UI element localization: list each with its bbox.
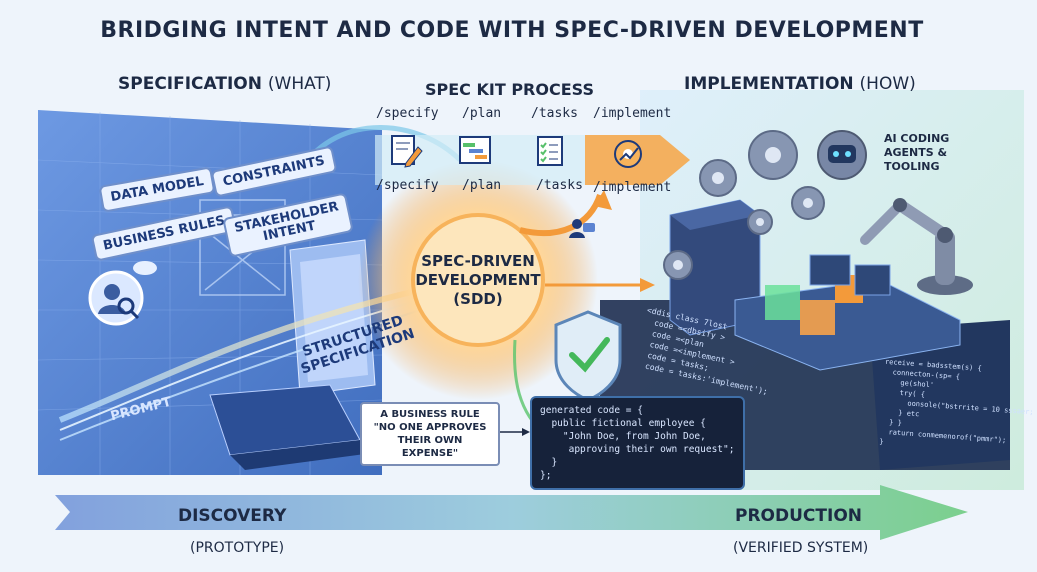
callout-line-2: "NO ONE APPROVES (373, 422, 487, 433)
specification-heading: SPECIFICATION (WHAT) (118, 74, 331, 94)
production-label: PRODUCTION (735, 506, 862, 526)
implement-step-icon (610, 136, 646, 172)
ai-agents-label: AI CODING AGENTS & TOOLING (884, 132, 949, 174)
verified-system-label: (VERIFIED SYSTEM) (733, 540, 869, 556)
sdd-line-1: SPEC-DRIVEN (421, 252, 535, 270)
plan-command-top: /plan (462, 106, 502, 121)
callout-line-1: A BUSINESS RULE (380, 409, 480, 420)
specify-command-bottom: /specify (376, 178, 439, 193)
prototype-label: (PROTOTYPE) (190, 540, 285, 556)
code-line: } (540, 457, 558, 468)
page-title: BRIDGING INTENT AND CODE WITH SPEC-DRIVE… (100, 18, 924, 43)
code-line: }; (540, 470, 552, 481)
implementation-heading-main: IMPLEMENTATION (684, 74, 854, 94)
plan-step-icon (457, 133, 493, 169)
ai-line-1: AI CODING (884, 132, 950, 145)
code-line: public fictional employee { (540, 418, 706, 429)
ai-line-2: AGENTS & (884, 146, 948, 159)
specify-command-top: /specify (376, 106, 439, 121)
code-line: "John Doe, from John Doe, (540, 431, 706, 442)
ai-line-3: TOOLING (884, 160, 940, 173)
plan-command-bottom: /plan (462, 178, 502, 193)
thought-cloud-icon (132, 258, 158, 276)
tasks-command-top: /tasks (531, 106, 578, 121)
implement-command-top: /implement (593, 106, 672, 121)
generated-code-box: generated code = { public fictional empl… (530, 396, 745, 490)
implementation-heading-sub: (HOW) (859, 74, 916, 94)
specification-heading-main: SPECIFICATION (118, 74, 262, 94)
specify-step-icon (388, 133, 424, 169)
callout-line-3: THEIR OWN EXPENSE" (397, 435, 463, 459)
implementation-heading: IMPLEMENTATION (HOW) (684, 74, 916, 94)
stakeholder-avatar-icon (88, 270, 144, 326)
specification-heading-sub: (WHAT) (267, 74, 332, 94)
sdd-line-2: DEVELOPMENT (415, 271, 541, 289)
process-heading: SPEC KIT PROCESS (425, 80, 594, 99)
sdd-center: SPEC-DRIVEN DEVELOPMENT (SDD) (408, 252, 548, 309)
users-icon (568, 217, 596, 239)
discovery-label: DISCOVERY (178, 506, 287, 526)
business-rule-callout: A BUSINESS RULE "NO ONE APPROVES THEIR O… (360, 402, 500, 466)
tasks-step-icon (532, 133, 568, 169)
sdd-line-3: (SDD) (453, 290, 503, 308)
implementation-code-panel: receive = badsstem(s) { connecton-(sp= {… (879, 357, 1037, 457)
code-line: approving their own request"; (540, 444, 735, 455)
code-line: generated code = { (540, 405, 643, 416)
tasks-command-bottom: /tasks (536, 178, 583, 193)
implement-command-bottom: /implement (593, 180, 672, 195)
